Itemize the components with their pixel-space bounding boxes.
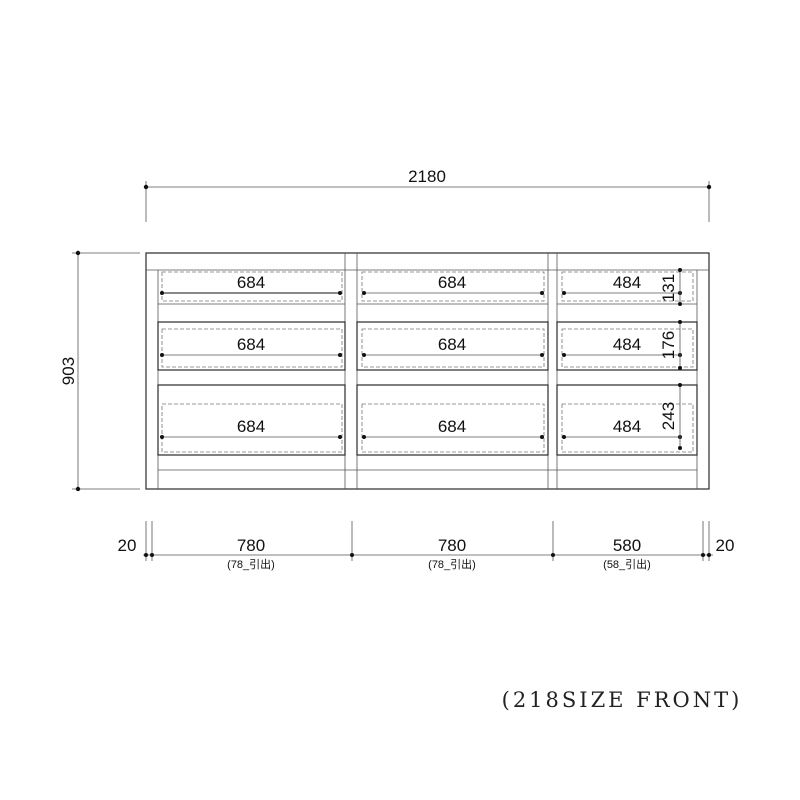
drawer-height-2: 176 xyxy=(659,320,682,370)
column-2-drawers: 684 684 684 xyxy=(356,271,549,456)
left-margin-label: 20 xyxy=(118,536,137,555)
drawer-height-dimensions: 131 176 243 xyxy=(659,268,682,450)
overall-height-label: 903 xyxy=(59,357,78,385)
drawer-width-label: 484 xyxy=(613,417,641,436)
drawer-1-2: 684 xyxy=(157,321,346,371)
drawer-height-label: 131 xyxy=(659,274,678,302)
column-3-width-label: 580 xyxy=(613,536,641,555)
right-margin-label: 20 xyxy=(716,536,735,555)
drawer-height-label: 243 xyxy=(659,402,678,430)
drawer-width-label: 484 xyxy=(613,273,641,292)
overall-width-label: 2180 xyxy=(408,167,446,186)
drawer-2-1: 684 xyxy=(357,271,548,305)
column-1-drawer-note: (78_引出) xyxy=(227,557,275,571)
drawer-height-3: 243 xyxy=(659,383,682,450)
drawer-width-label: 684 xyxy=(237,417,265,436)
drawer-2-2: 684 xyxy=(356,321,549,371)
overall-width-dimension: 2180 xyxy=(143,167,712,222)
column-1-drawers: 684 684 684 xyxy=(157,271,346,456)
drawer-2-3: 684 xyxy=(356,384,549,456)
drawer-1-3: 684 xyxy=(157,384,346,456)
overall-height-dimension: 903 xyxy=(59,250,140,492)
drawer-3-1: 484 xyxy=(557,271,697,305)
drawer-width-label: 684 xyxy=(438,273,466,292)
column-2-width-label: 780 xyxy=(438,536,466,555)
drawer-width-label: 484 xyxy=(613,335,641,354)
drawer-3-2: 484 xyxy=(556,321,698,371)
column-1-width-label: 780 xyxy=(237,536,265,555)
column-2-drawer-note: (78_引出) xyxy=(428,557,476,571)
drawer-width-label: 684 xyxy=(237,335,265,354)
drawer-1-1: 684 xyxy=(158,271,345,305)
drawer-height-label: 176 xyxy=(659,331,678,359)
bottom-width-dimensions: 20 20 780 (78_引出) 780 (78_引出) 580 (58_引出… xyxy=(118,521,735,571)
drawing-caption: (218SIZE FRONT) xyxy=(502,688,743,712)
drawer-width-label: 684 xyxy=(438,417,466,436)
drawer-3-3: 484 xyxy=(556,384,698,456)
drawer-width-label: 684 xyxy=(438,335,466,354)
drawer-height-1: 131 xyxy=(659,268,682,306)
column-3-drawer-note: (58_引出) xyxy=(603,557,651,571)
drawer-width-label: 684 xyxy=(237,273,265,292)
column-3-drawers: 484 484 484 xyxy=(556,271,698,456)
